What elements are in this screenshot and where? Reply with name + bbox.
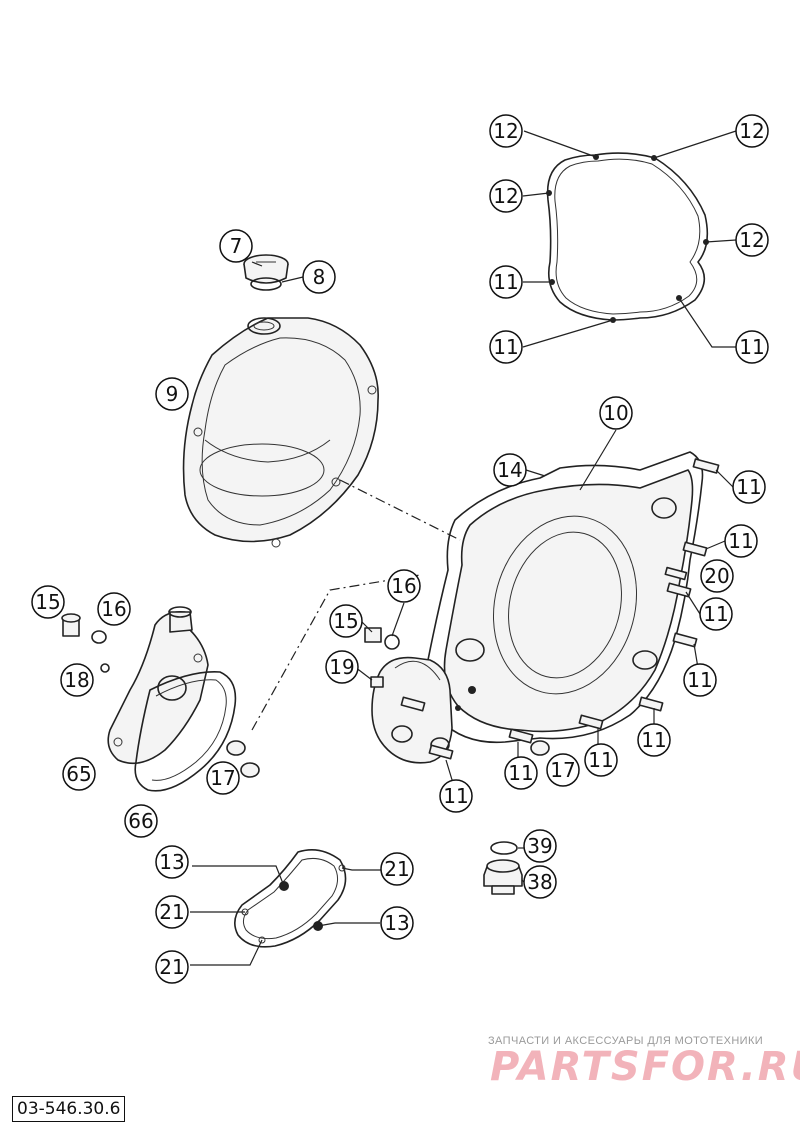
svg-text:11: 11	[493, 335, 518, 359]
callout-21-b: 21	[155, 895, 189, 929]
svg-text:14: 14	[497, 458, 522, 482]
callout-15-a: 15	[31, 585, 65, 619]
svg-text:8: 8	[313, 265, 326, 289]
svg-text:38: 38	[527, 870, 552, 894]
screw-plug	[483, 841, 523, 895]
callout-38: 38	[523, 865, 557, 899]
water-pump-gasket	[234, 849, 347, 948]
callout-39: 39	[523, 829, 557, 863]
watermark-tagline: ЗАПЧАСТИ И АКСЕССУАРЫ ДЛЯ МОТОТЕХНИКИ	[488, 1035, 764, 1047]
svg-text:16: 16	[391, 574, 416, 598]
svg-text:66: 66	[128, 809, 153, 833]
callout-11-e: 11	[699, 597, 733, 631]
svg-text:11: 11	[736, 475, 761, 499]
callout-21-c: 21	[155, 950, 189, 984]
callout-12-a: 12	[489, 114, 523, 148]
svg-text:11: 11	[508, 761, 533, 785]
callout-15-b: 15	[329, 604, 363, 638]
callout-14: 14	[493, 453, 527, 487]
callout-11-d: 11	[724, 524, 758, 558]
svg-text:16: 16	[101, 597, 126, 621]
watermark-brand: PARTSFOR.RU	[490, 1044, 800, 1090]
callout-7: 7	[219, 229, 253, 263]
svg-text:11: 11	[687, 668, 712, 692]
svg-text:11: 11	[703, 602, 728, 626]
callout-11-b: 11	[489, 330, 523, 364]
svg-text:11: 11	[588, 748, 613, 772]
clutch-cover-gasket	[546, 152, 709, 323]
callout-11-i: 11	[439, 779, 473, 813]
callout-9: 9	[155, 377, 189, 411]
drain-screw-and-washer	[61, 613, 110, 673]
inner-clutch-cover	[371, 451, 704, 764]
callout-21-a: 21	[380, 852, 414, 886]
svg-text:11: 11	[739, 335, 764, 359]
svg-text:10: 10	[603, 401, 628, 425]
callout-8: 8	[302, 260, 336, 294]
callout-11-a: 11	[489, 265, 523, 299]
svg-text:15: 15	[35, 590, 60, 614]
callout-11-j: 11	[584, 743, 618, 777]
svg-text:21: 21	[159, 955, 184, 979]
svg-text:11: 11	[728, 529, 753, 553]
oil-filler-plug	[243, 254, 289, 291]
svg-text:12: 12	[739, 119, 764, 143]
bolts-and-studs	[364, 458, 720, 760]
callout-16-a: 16	[97, 592, 131, 626]
callout-12-b: 12	[735, 114, 769, 148]
callout-17-a: 17	[206, 761, 240, 795]
outer-clutch-cover	[182, 317, 379, 548]
diagram-reference-code: 03-546.30.6	[12, 1096, 126, 1122]
svg-text:17: 17	[550, 758, 575, 782]
svg-text:11: 11	[443, 784, 468, 808]
svg-text:11: 11	[493, 270, 518, 294]
callout-16-b: 16	[387, 569, 421, 603]
svg-text:15: 15	[333, 609, 358, 633]
callout-66: 66	[124, 804, 158, 838]
callout-12-d: 12	[735, 223, 769, 257]
callout-12-c: 12	[489, 179, 523, 213]
callout-65: 65	[62, 757, 96, 791]
svg-text:9: 9	[166, 382, 179, 406]
svg-text:7: 7	[230, 234, 243, 258]
svg-text:19: 19	[329, 655, 354, 679]
callout-11-h: 11	[504, 756, 538, 790]
callout-17-b: 17	[546, 753, 580, 787]
svg-text:17: 17	[210, 766, 235, 790]
leader-lines	[190, 130, 737, 966]
svg-text:20: 20	[704, 564, 729, 588]
callout-13-b: 13	[380, 906, 414, 940]
callout-11-g: 11	[637, 723, 671, 757]
svg-text:39: 39	[527, 834, 552, 858]
svg-text:12: 12	[493, 184, 518, 208]
svg-text:21: 21	[159, 900, 184, 924]
svg-text:18: 18	[64, 668, 89, 692]
svg-text:12: 12	[493, 119, 518, 143]
svg-text:21: 21	[384, 857, 409, 881]
callout-10: 10	[599, 396, 633, 430]
callout-13-a: 13	[155, 845, 189, 879]
callout-18: 18	[60, 663, 94, 697]
svg-text:65: 65	[66, 762, 91, 786]
callout-11-c: 11	[732, 470, 766, 504]
callout-11-bb: 11	[735, 330, 769, 364]
callout-20: 20	[700, 559, 734, 593]
water-pump-cover	[107, 606, 260, 792]
svg-text:12: 12	[739, 228, 764, 252]
svg-text:13: 13	[384, 911, 409, 935]
svg-text:13: 13	[159, 850, 184, 874]
svg-text:11: 11	[641, 728, 666, 752]
callout-19: 19	[325, 650, 359, 684]
callout-11-f: 11	[683, 663, 717, 697]
